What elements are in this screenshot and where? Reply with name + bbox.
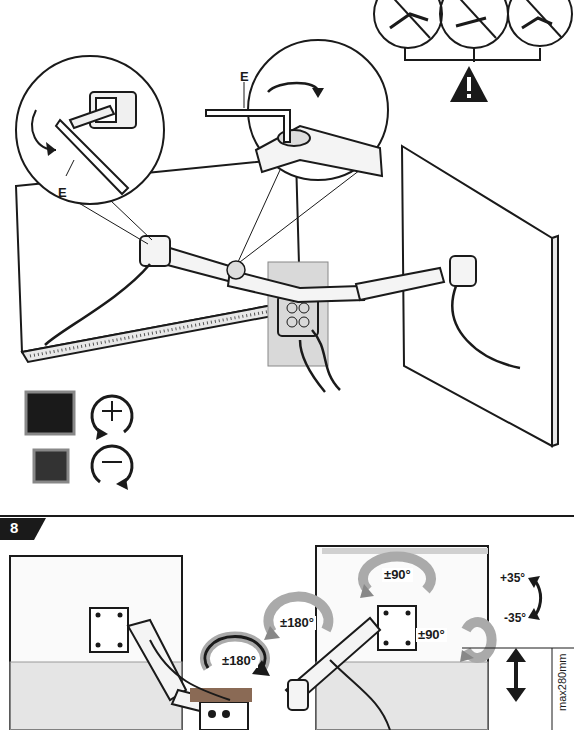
rotation-angle: ±180° [278,616,316,630]
rotation-angle: ±180° [220,654,258,668]
part-letter: E [240,70,249,84]
tilt-angle: -35° [502,612,528,625]
tilt-angle: +35° [498,572,527,585]
step-number: 8 [10,520,18,537]
part-letter: E [58,186,67,200]
rotation-angle: ±90° [382,568,413,582]
height-dimension: max280mm [556,652,568,713]
rotation-angle: ±90° [416,628,447,642]
